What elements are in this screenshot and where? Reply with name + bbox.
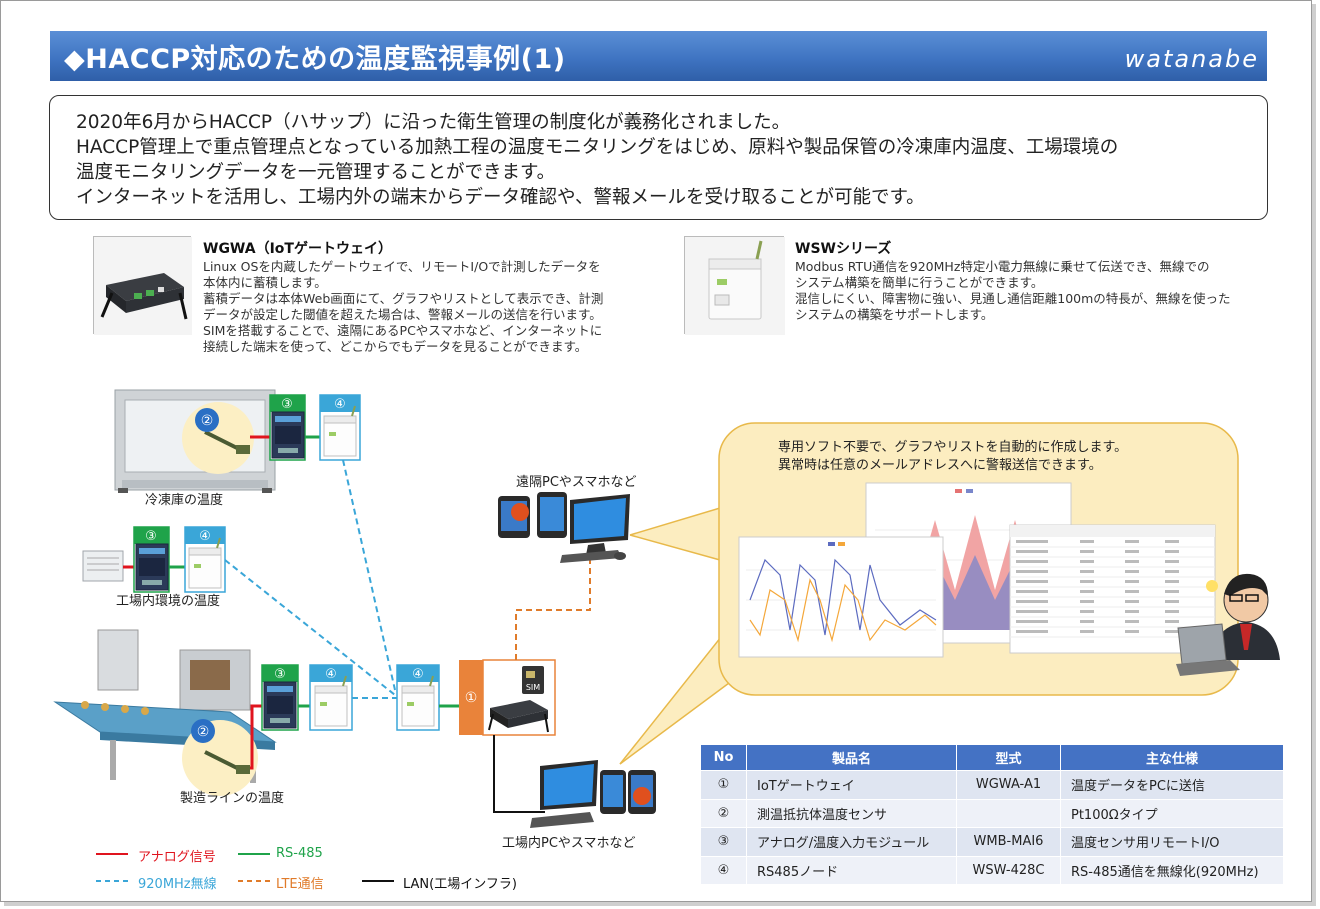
legend-lan-swatch (362, 880, 394, 882)
title-bar: ◆HACCP対応のための温度監視事例(1) watanabe (50, 31, 1267, 81)
cell-no: ② (700, 798, 747, 828)
badge-3: ③ (274, 667, 286, 682)
badge-4: ④ (334, 397, 346, 412)
wsw-desc-line: Modbus RTU通信を920MHz特定小電力無線に乗せて伝送でき、無線での (795, 259, 1210, 274)
cell-no: ④ (700, 855, 747, 885)
label-remote-pc: 遠隔PCやスマホなど (516, 475, 637, 490)
cell-model: WMB-MAI6 (956, 827, 1061, 857)
badge-4: ④ (325, 667, 337, 682)
intro-line: 2020年6月からHACCP（ハサップ）に沿った衛生管理の制度化が義務化されまし… (76, 112, 791, 133)
line-chart-screenshot (738, 536, 944, 658)
cell-product-name: 測温抵抗体温度センサ (746, 798, 957, 828)
air-conditioner-unit (82, 550, 124, 582)
product-spec-table: No 製品名 型式 主な仕様 ① IoTゲートウェイ WGWA-A1 温度データ… (700, 744, 1284, 885)
intro-box: 2020年6月からHACCP（ハサップ）に沿った衛生管理の制度化が義務化されまし… (49, 95, 1268, 220)
page-title: ◆HACCP対応のための温度監視事例(1) (64, 44, 566, 75)
legend-rs485-label: RS-485 (276, 846, 323, 861)
wgwa-heading: WGWA（IoTゲートウェイ） (203, 241, 392, 257)
col-product-name: 製品名 (746, 744, 957, 771)
wgwa-photo (93, 236, 192, 335)
label-production-line: 製造ラインの温度 (180, 790, 284, 806)
svg-text:②: ② (197, 724, 210, 740)
wsw-desc-line: システムの構築をサポートします。 (795, 307, 994, 322)
intro-line: 温度モニタリングデータを一元管理することができます。 (76, 162, 556, 183)
wgwa-desc-line: 接続した端末を使って、どこからでもデータを見ることができます。 (203, 339, 588, 354)
mai-module (263, 681, 297, 729)
wgwa-description: Linux OSを内蔵したゲートウェイで、リモートI/Oで計測したデータを 本体… (203, 259, 603, 355)
wsw-photo (684, 236, 785, 335)
watanabe-logo: watanabe (1124, 45, 1259, 73)
svg-text:②: ② (201, 413, 214, 429)
cell-spec: 温度データをPCに送信 (1060, 770, 1284, 800)
gateway-device-icon (488, 700, 549, 733)
table-row: ③ アナログ/温度入力モジュール WMB-MAI6 温度センサ用リモートI/O (700, 827, 1284, 857)
table-row: ① IoTゲートウェイ WGWA-A1 温度データをPCに送信 (700, 770, 1284, 800)
sim-card-icon: SIM (522, 666, 544, 694)
badge-3: ③ (145, 529, 157, 544)
badge-2-freezer: ② (195, 408, 219, 432)
wsw-heading: WSWシリーズ (795, 241, 892, 257)
badge-4: ④ (199, 529, 211, 544)
mai-module (271, 411, 305, 459)
mai-module (135, 543, 169, 591)
remote-devices (498, 492, 630, 563)
intro-line: HACCP管理上で重点管理点となっている加熱工程の温度モニタリングをはじめ、原料… (76, 137, 1119, 158)
col-no: No (700, 744, 747, 771)
cell-product-name: アナログ/温度入力モジュール (746, 827, 957, 857)
gateway-badge-bar (459, 660, 483, 735)
cell-model: WSW-428C (956, 855, 1061, 885)
table-row: ④ RS485ノード WSW-428C RS-485通信を無線化(920MHz) (700, 855, 1284, 885)
bubble-text-1: 専用ソフト不要で、グラフやリストを自動的に作成します。 (778, 439, 1127, 455)
wgwa-desc-line: データが設定した閾値を超えた場合は、警報メールの送信を行います。 (203, 307, 602, 322)
col-main-spec: 主な仕様 (1060, 744, 1284, 771)
svg-text:SIM: SIM (526, 683, 540, 692)
cell-model: WGWA-A1 (956, 770, 1061, 800)
cell-spec: Pt100Ωタイプ (1060, 798, 1284, 828)
legend-wireless-swatch (96, 880, 128, 882)
bubble-text-2: 異常時は任意のメールアドレスへに警報送信できます。 (778, 457, 1102, 473)
table-row: ② 測温抵抗体温度センサ Pt100Ωタイプ (700, 798, 1284, 828)
label-factory-env: 工場内環境の温度 (116, 593, 220, 609)
label-freezer: 冷凍庫の温度 (145, 492, 223, 508)
col-model: 型式 (956, 744, 1061, 771)
production-line-machine (53, 629, 277, 796)
cell-no: ③ (700, 827, 747, 857)
badge-4: ④ (412, 667, 424, 682)
badge-3: ③ (281, 397, 293, 412)
freezer-unit (114, 389, 276, 493)
badge-1: ① (465, 690, 478, 706)
cell-product-name: IoTゲートウェイ (746, 770, 957, 800)
wsw-desc-line: 混信しにくい、障害物に強い、見通し通信距離100mの特長が、無線を使った (795, 291, 1231, 306)
cell-model (956, 798, 1061, 828)
wgwa-desc-line: 本体内に蓄積します。 (203, 275, 327, 290)
wireless-node-icon (685, 237, 785, 335)
legend-analog-swatch (96, 853, 128, 855)
wsw-desc-line: システム構築を簡単に行うことができます。 (795, 275, 1044, 290)
wgwa-desc-line: Linux OSを内蔵したゲートウェイで、リモートI/Oで計測したデータを (203, 259, 601, 274)
legend-rs485-swatch (238, 853, 270, 855)
badge-2-line: ② (191, 719, 215, 743)
wsw-description: Modbus RTU通信を920MHz特定小電力無線に乗せて伝送でき、無線での … (795, 259, 1231, 323)
wgwa-desc-line: SIMを搭載することで、遠隔にあるPCやスマホなど、インターネットに (203, 323, 603, 338)
cell-product-name: RS485ノード (746, 855, 957, 885)
cell-no: ① (700, 770, 747, 800)
table-header-row: No 製品名 型式 主な仕様 (700, 744, 1284, 771)
person-at-laptop-icon (1176, 573, 1280, 676)
data-table-screenshot (1009, 524, 1216, 654)
legend-analog-label: アナログ信号 (138, 850, 216, 865)
cell-spec: RS-485通信を無線化(920MHz) (1060, 855, 1284, 885)
wgwa-desc-line: 蓄積データは本体Web画面にて、グラフやリストとして表示でき、計測 (203, 291, 604, 306)
legend-wireless-label: 920MHz無線 (138, 877, 217, 892)
legend-lan-label: LAN(工場インフラ) (403, 877, 517, 892)
label-factory-pc: 工場内PCやスマホなど (502, 835, 636, 851)
intro-line: インターネットを活用し、工場内外の端末からデータ確認や、警報メールを受け取ること… (76, 187, 925, 208)
legend-lte-swatch (238, 880, 270, 882)
gateway-device-icon (94, 237, 192, 335)
factory-devices (530, 760, 656, 828)
cell-spec: 温度センサ用リモートI/O (1060, 827, 1284, 857)
legend-lte-label: LTE通信 (276, 877, 324, 892)
